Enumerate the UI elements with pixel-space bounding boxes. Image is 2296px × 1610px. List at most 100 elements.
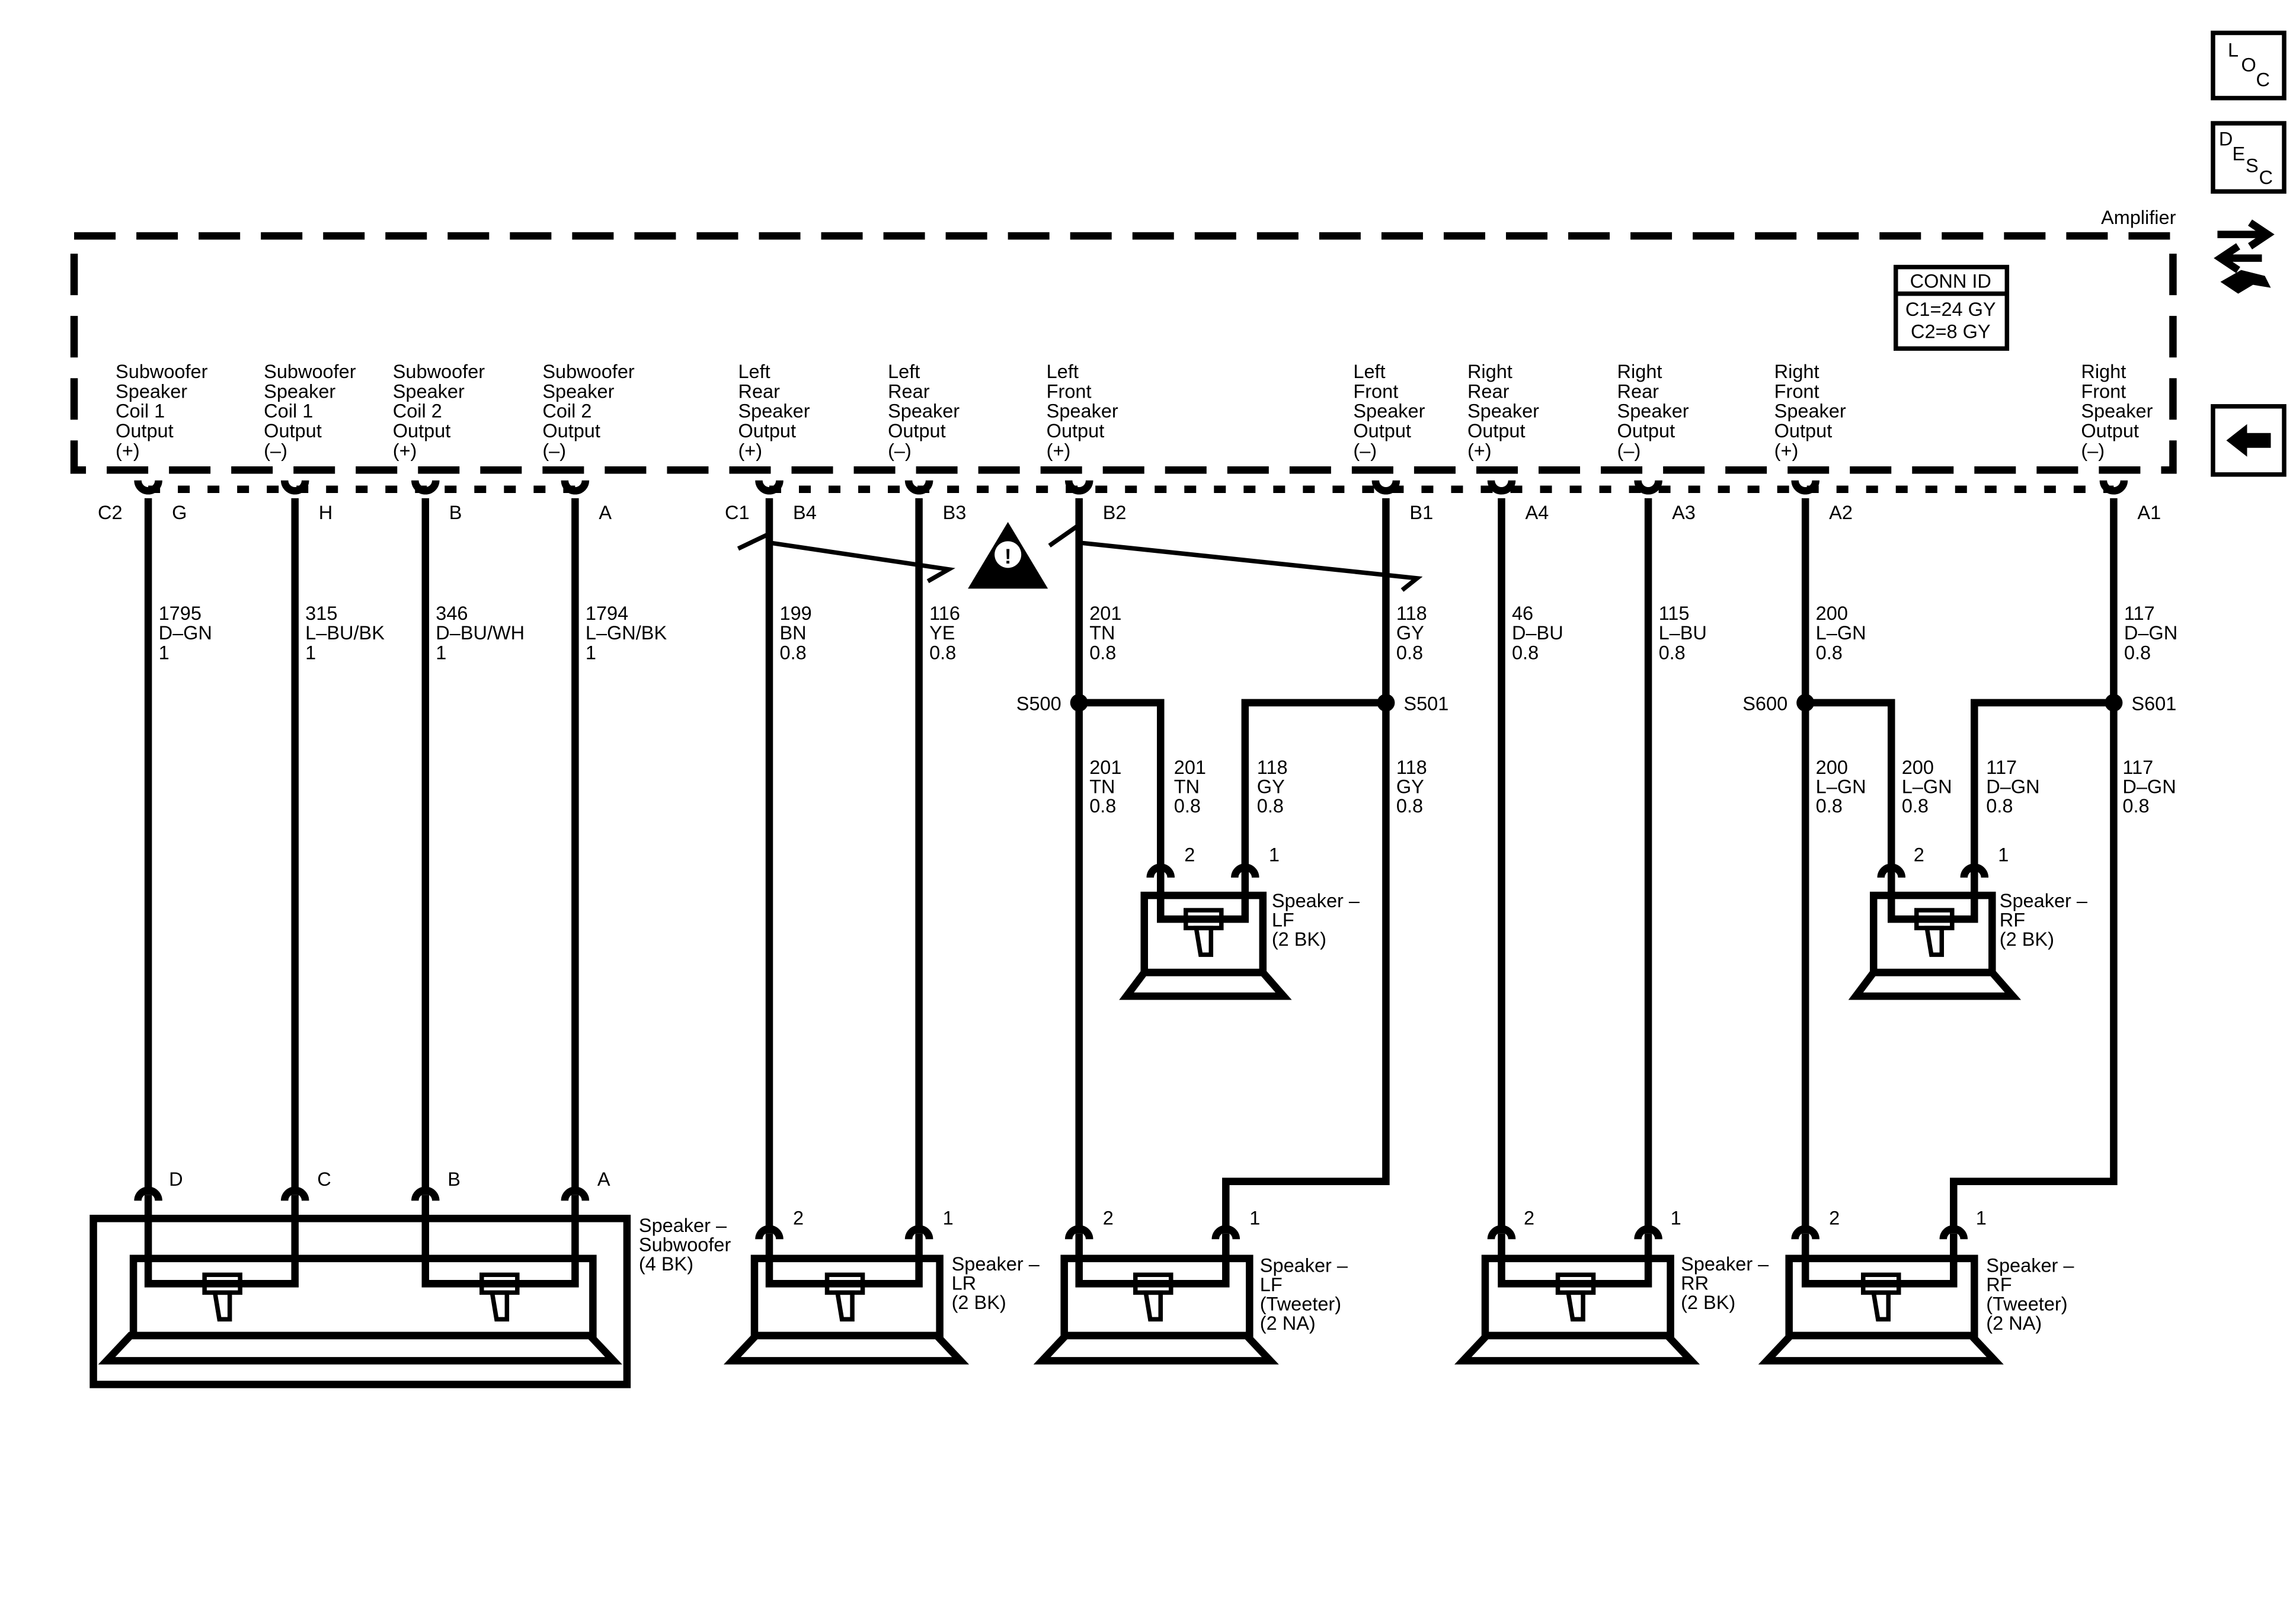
wire-gauge: 0.8 (1089, 642, 1116, 663)
terminal-label-line: Rear (1467, 380, 1510, 402)
terminal-label-line: Subwoofer (542, 361, 635, 382)
terminal-cup (1791, 480, 1819, 495)
terminal-label-line: Right (1467, 361, 1512, 382)
svg-text:D–GN: D–GN (2122, 776, 2176, 797)
desc-letter-c: C (2259, 167, 2272, 188)
svg-text:1: 1 (1976, 1207, 1987, 1228)
terminal-label-line: Output (1617, 420, 1675, 441)
svg-text:2: 2 (1184, 844, 1195, 866)
speaker-terminal-cup (755, 1225, 784, 1240)
wire-circuit: 346 (436, 603, 468, 624)
speaker-terminal-cup (904, 1225, 933, 1240)
terminal-cup (755, 480, 784, 495)
terminal-label-line: Speaker (264, 380, 335, 402)
terminal-label-line: Output (1467, 420, 1526, 441)
wire-color: D–BU/WH (436, 622, 525, 644)
loc-letter-l: L (2228, 40, 2239, 61)
terminal-label-line: Subwoofer (393, 361, 485, 382)
wire-circuit: 201 (1089, 603, 1121, 624)
speaker-lf-tweeter: Speaker – LF (Tweeter) (2 NA) 2 1 (1033, 1207, 1348, 1365)
terminal-pin: B4 (793, 502, 817, 523)
amplifier-component: Amplifier CONN ID C1=24 GY C2=8 GY C2 C1 (70, 207, 2177, 523)
terminal-cup (134, 480, 162, 495)
terminal-label-line: Output (542, 420, 600, 441)
wire-color: YE (929, 622, 955, 644)
terminal-label-line: Coil 2 (393, 401, 442, 422)
svg-text:2: 2 (1524, 1207, 1534, 1228)
wire-color: D–GN (159, 622, 212, 644)
terminal-label-line: Speaker (116, 380, 187, 402)
speaker-rr: Speaker – RR (2 BK) 2 1 (1454, 1207, 1769, 1365)
svg-text:0.8: 0.8 (1902, 795, 1929, 817)
wire-circuit: 199 (780, 603, 812, 624)
wire-118-branch (1241, 699, 1386, 872)
terminal-label-line: Output (116, 420, 174, 441)
desc-letter-e: E (2232, 143, 2245, 165)
svg-text:S600: S600 (1742, 693, 1787, 714)
svg-text:0.8: 0.8 (1986, 795, 2013, 817)
conn-id-box: CONN ID C1=24 GY C2=8 GY (1893, 264, 2010, 351)
svg-text:1: 1 (1269, 844, 1280, 866)
speaker-lf: Speaker – LF (2 BK) 2 1 (1119, 844, 1360, 1000)
wire-118 (1222, 498, 1390, 1234)
wire-circuit: 115 (1659, 603, 1690, 624)
terminal-label-line: (+) (393, 440, 417, 461)
wire-gauge: 0.8 (2124, 642, 2151, 663)
svg-text:L–GN: L–GN (1902, 776, 1952, 797)
terminal-label-line: Right (2081, 361, 2126, 382)
wire-color: GY (1396, 622, 1424, 644)
svg-text:200: 200 (1902, 757, 1934, 778)
svg-text:RR: RR (1681, 1272, 1709, 1294)
terminal-pin: B3 (943, 502, 967, 523)
splice-s501: S501 (1377, 693, 1448, 714)
svg-text:0.8: 0.8 (1816, 795, 1843, 817)
desc-letter-d: D (2219, 129, 2233, 150)
terminal-label-line: Front (2081, 380, 2126, 402)
wire-gauge: 1 (586, 642, 596, 663)
svg-text:!: ! (1005, 545, 1012, 568)
terminal-label-line: Front (1774, 380, 1819, 402)
terminal-label-line: Front (1353, 380, 1398, 402)
left-arrow-icon (2226, 424, 2271, 457)
svg-text:2: 2 (1103, 1207, 1114, 1228)
terminal-pin: B1 (1409, 502, 1433, 523)
connector-repair-icon[interactable] (2214, 219, 2275, 294)
wire-circuit: 116 (929, 603, 960, 624)
svg-text:RF: RF (2000, 910, 2025, 931)
speaker-lr: Speaker – LR (2 BK) 2 1 (724, 1207, 1040, 1365)
loc-letter-o: O (2241, 55, 2256, 76)
svg-text:S601: S601 (2131, 693, 2176, 714)
svg-text:Speaker –: Speaker – (1681, 1253, 1769, 1275)
terminal-label-line: Output (2081, 420, 2139, 441)
svg-text:(Tweeter): (Tweeter) (1260, 1293, 1341, 1314)
wire-color: L–GN/BK (586, 622, 667, 644)
wire-gauge: 0.8 (1816, 642, 1843, 663)
svg-text:118: 118 (1257, 757, 1288, 778)
speaker-terminal-cup (1634, 1225, 1662, 1240)
speaker-terminal-cup (1064, 1225, 1093, 1240)
back-button[interactable] (2211, 404, 2287, 477)
terminal-label-line: Right (1774, 361, 1819, 382)
svg-text:Speaker –: Speaker – (1260, 1254, 1348, 1276)
terminal-label-line: (–) (1353, 440, 1377, 461)
loc-button[interactable]: L O C (2211, 30, 2287, 101)
wire-circuit: 118 (1396, 603, 1427, 624)
terminal-label-line: Speaker (1617, 401, 1689, 422)
desc-button[interactable]: D E S C (2211, 121, 2287, 194)
terminal-label-line: (–) (888, 440, 912, 461)
terminal-label-line: Speaker (1774, 401, 1846, 422)
terminal-label-line: Speaker (738, 401, 810, 422)
terminal-label-line: Right (1617, 361, 1662, 382)
svg-text:Speaker –: Speaker – (952, 1253, 1040, 1275)
caution-icon: ! (968, 521, 1048, 589)
wire-gauge: 1 (159, 642, 170, 663)
svg-text:TN: TN (1174, 776, 1200, 797)
